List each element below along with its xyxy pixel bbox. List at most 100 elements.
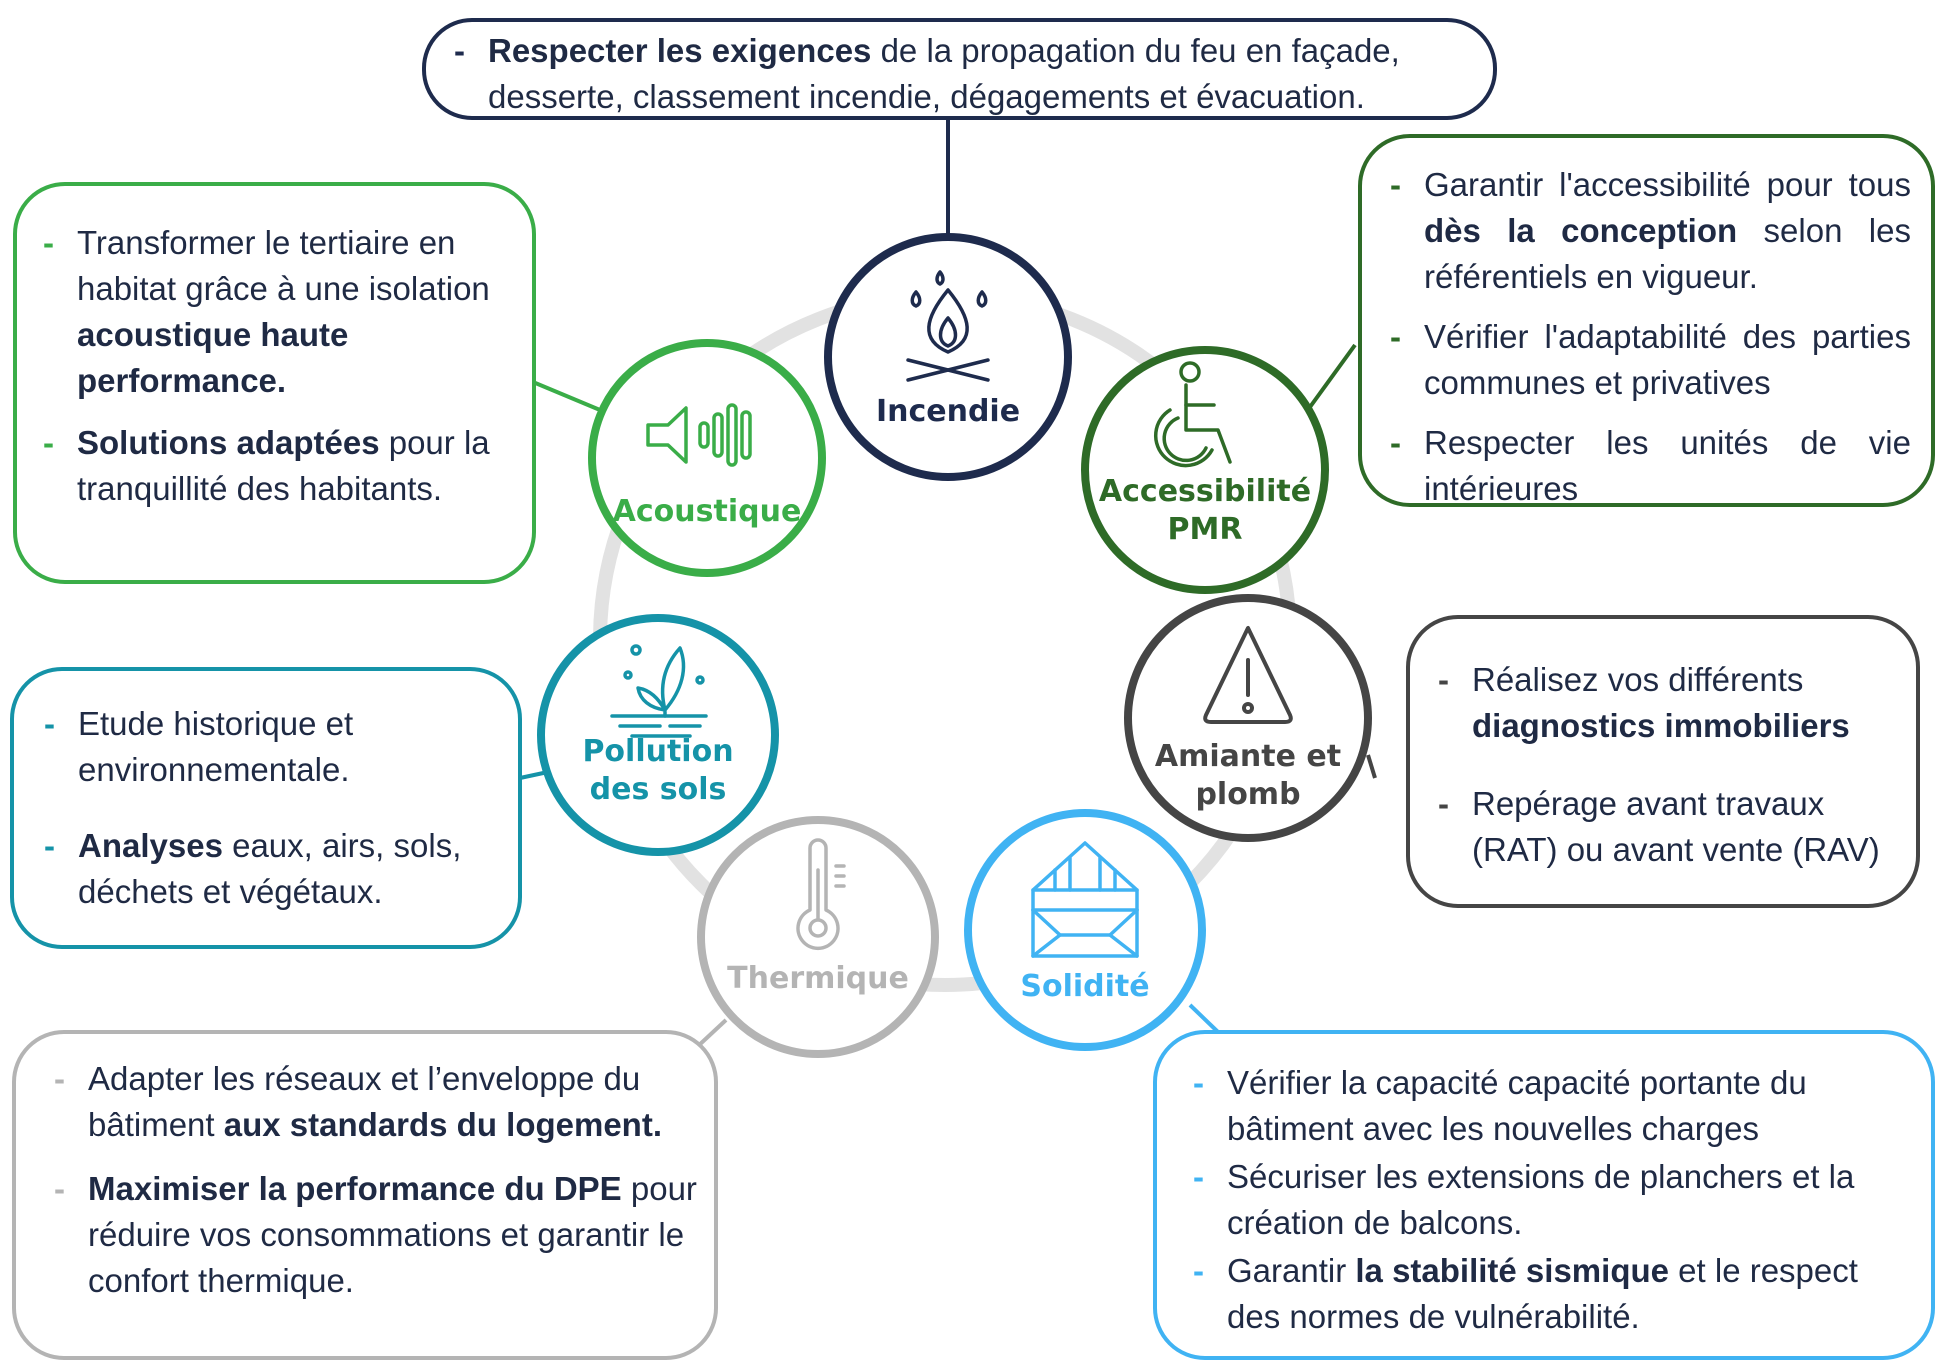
list-item: - Solutions adaptées pour la tranquillit… [43, 420, 512, 512]
hub-title-amiante-1: Amiante et [1154, 739, 1342, 774]
item-text: Etude historique et environnementale. [78, 705, 354, 788]
item-text: Adapter les réseaux et l’enveloppe du bâ… [88, 1060, 641, 1143]
box-amiante: - Réalisez vos différents diagnostics im… [1406, 615, 1920, 908]
hub-title-pollution-2: des sols [589, 772, 727, 807]
item-text: de la propagation du feu en façade, dess… [488, 32, 1400, 115]
hub-label-thermique: Thermique [718, 960, 918, 998]
plant-soil-icon [610, 644, 708, 738]
wheelchair-icon [1153, 361, 1232, 468]
hub-amiante [1124, 594, 1372, 842]
list-item: - Vérifier l'adaptabilité des parties co… [1390, 314, 1911, 406]
hub-pollution [537, 614, 779, 856]
bullet-dash: - [1390, 166, 1401, 203]
thermometer-icon [796, 838, 846, 951]
hub-title-thermique: Thermique [727, 961, 909, 996]
box-thermique: - Adapter les réseaux et l’enveloppe du … [12, 1030, 718, 1360]
connector-thermique [695, 1018, 728, 1049]
hub-label-accessibilite: Accessibilité PMR [1095, 473, 1315, 549]
hub-thermique [697, 816, 939, 1058]
bullet-dash: - [54, 1060, 65, 1097]
bullet-dash: - [1193, 1252, 1204, 1289]
hub-accessibilite [1081, 346, 1329, 594]
bullet-dash: - [1390, 424, 1401, 461]
item-text: pour la tranquillité des habitants. [77, 424, 490, 507]
item-text-rest: et le respect des normes de vulnérabilit… [1227, 1252, 1858, 1335]
bullet-dash: - [44, 827, 55, 864]
hub-label-amiante: Amiante et plomb [1148, 738, 1348, 814]
list-item: - Garantir la stabilité sismique et le r… [1193, 1248, 1915, 1340]
hub-incendie [824, 233, 1072, 481]
hub-title-pollution-1: Pollution [582, 734, 734, 769]
hub-label-incendie: Incendie [868, 393, 1028, 431]
bullet-dash: - [43, 424, 54, 461]
timber-frame-icon [1031, 841, 1139, 958]
item-text: Sécuriser les extensions de planchers et… [1227, 1158, 1855, 1241]
list-item: - Respecter les unités de vie intérieure… [1390, 420, 1911, 512]
item-bold: diagnostics immobiliers [1472, 707, 1850, 744]
item-text: Vérifier l'adaptabilité des parties comm… [1424, 318, 1911, 401]
bullet-dash: - [1390, 318, 1401, 355]
item-bold: aux standards du logement. [223, 1106, 662, 1143]
item-bold: dès la conception [1424, 212, 1738, 249]
box-acoustique: - Transformer le tertiaire en habitat gr… [13, 182, 536, 584]
item-bold: Analyses [78, 827, 223, 864]
connector-amiante [1366, 754, 1377, 779]
list-item: - Transformer le tertiaire en habitat gr… [43, 220, 512, 404]
hub-title-amiante-2: plomb [1195, 777, 1301, 812]
item-text: eaux, airs, sols, déchets et végétaux. [78, 827, 462, 910]
item-bold: Solutions adaptées [77, 424, 380, 461]
item-bold: Respecter les exigences [488, 32, 872, 69]
list-item: - Analyses eaux, airs, sols, déchets et … [44, 823, 498, 915]
bullet-dash: - [43, 224, 54, 261]
item-text-rest: selon les référentiels en vigueur. [1424, 212, 1911, 295]
list-item: - Etude historique et environnementale. [44, 701, 498, 793]
list-item: - Repérage avant travaux (RAT) ou avant … [1438, 781, 1896, 873]
item-text: Vérifier la capacité capacité portante d… [1227, 1064, 1807, 1147]
hub-title-solidite: Solidité [1020, 969, 1150, 1004]
hub-label-pollution: Pollution des sols [568, 733, 748, 809]
item-text: Garantir [1227, 1252, 1356, 1289]
item-text: Garantir l'accessibilité pour tous [1424, 166, 1911, 203]
box-accessibilite: - Garantir l'accessibilité pour tous dès… [1358, 134, 1935, 507]
hub-label-acoustique: Acoustique [602, 493, 812, 531]
item-bold: Maximiser la performance du DPE [88, 1170, 622, 1207]
item-text: Réalisez vos différents [1472, 661, 1804, 698]
hub-title-accessibilite-1: Accessibilité [1098, 474, 1312, 509]
list-item: - Garantir l'accessibilité pour tous dès… [1390, 162, 1911, 300]
item-text: Transformer le tertiaire en habitat grâc… [77, 224, 490, 307]
list-item: - Respecter les exigences de la propagat… [454, 28, 1473, 120]
hub-title-accessibilite-2: PMR [1167, 512, 1243, 547]
bullet-dash: - [1193, 1158, 1204, 1195]
box-solidite: - Vérifier la capacité capacité portante… [1153, 1030, 1935, 1360]
hub-title-acoustique: Acoustique [612, 494, 802, 529]
bullet-dash: - [454, 32, 465, 69]
bullet-dash: - [1438, 785, 1449, 822]
connector-accessibilite [1308, 343, 1357, 409]
connector-acoustique [532, 380, 601, 412]
list-item: - Sécuriser les extensions de planchers … [1193, 1154, 1915, 1246]
item-bold: la stabilité sismique [1355, 1252, 1669, 1289]
bullet-dash: - [54, 1170, 65, 1207]
hub-acoustique [588, 339, 826, 577]
hub-label-solidite: Solidité [1000, 968, 1170, 1006]
box-incendie: - Respecter les exigences de la propagat… [422, 18, 1497, 120]
item-text: pour réduire vos consommations et garant… [88, 1170, 697, 1299]
item-text: Repérage avant travaux (RAT) ou avant ve… [1472, 785, 1880, 868]
item-text: Respecter les unités de vie intérieures [1424, 424, 1911, 507]
campfire-icon [906, 270, 990, 382]
bullet-dash: - [1193, 1064, 1204, 1101]
hub-title-incendie: Incendie [875, 394, 1021, 429]
list-item: - Adapter les réseaux et l’enveloppe du … [54, 1056, 698, 1148]
list-item: - Vérifier la capacité capacité portante… [1193, 1060, 1915, 1152]
list-item: - Maximiser la performance du DPE pour r… [54, 1166, 698, 1304]
bullet-dash: - [1438, 661, 1449, 698]
list-item: - Réalisez vos différents diagnostics im… [1438, 657, 1896, 749]
bullet-dash: - [44, 705, 55, 742]
connector-solidite [1188, 1003, 1220, 1034]
box-pollution: - Etude historique et environnementale. … [10, 667, 522, 949]
hub-solidite [964, 809, 1206, 1051]
warning-triangle-icon [1203, 626, 1293, 724]
item-bold: acoustique haute performance. [77, 316, 349, 399]
speaker-sound-icon [646, 403, 752, 467]
